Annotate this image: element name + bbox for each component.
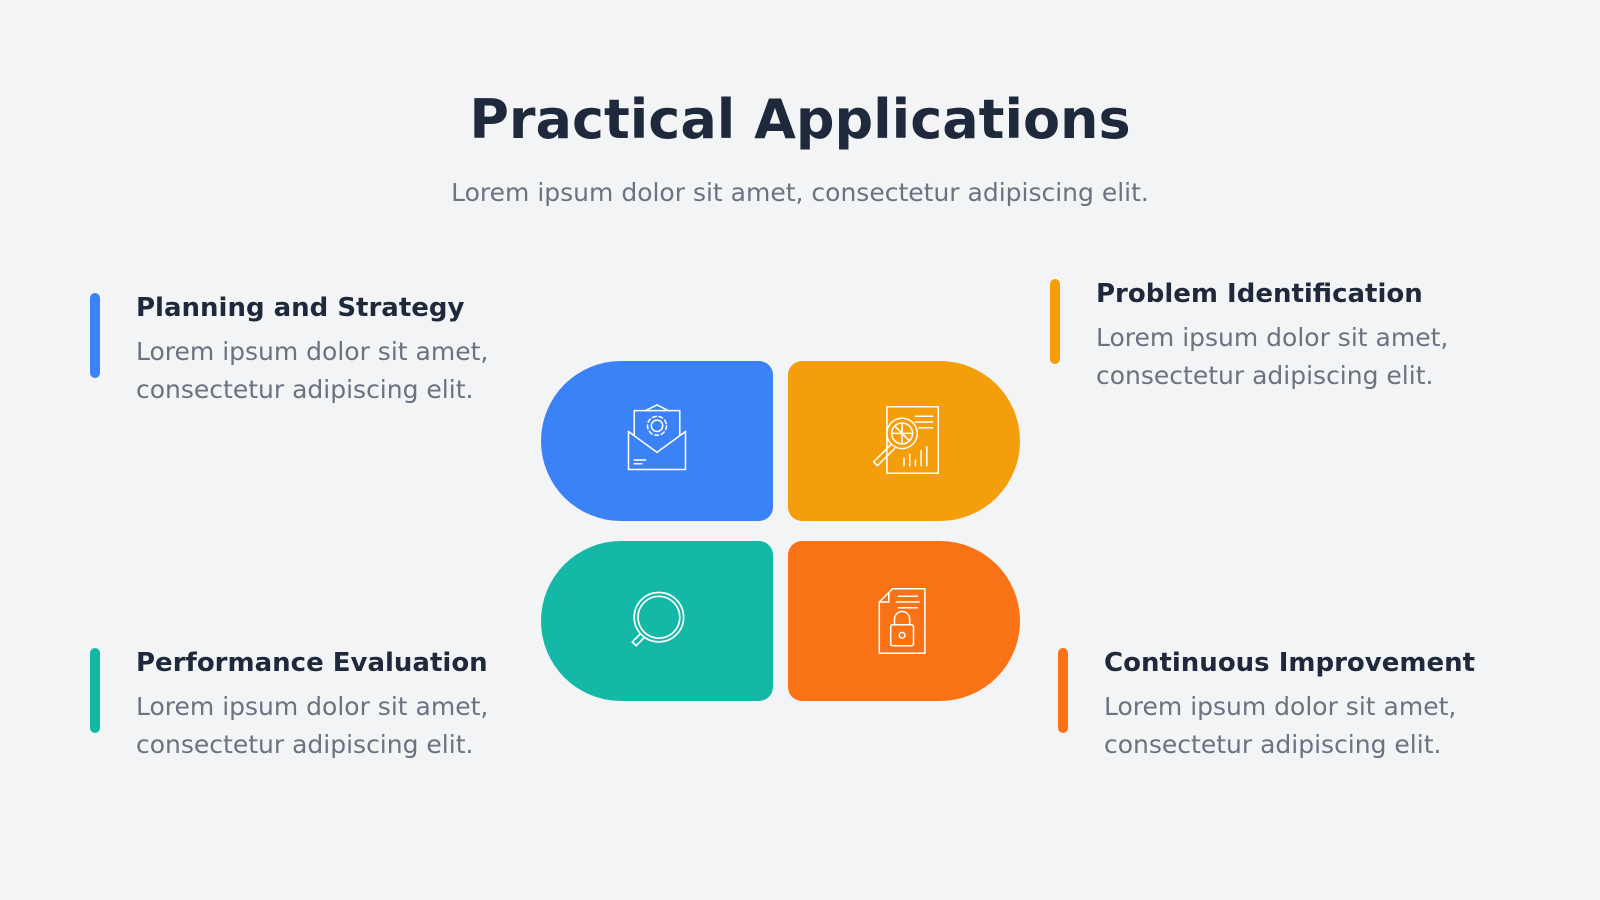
page-subtitle: Lorem ipsum dolor sit amet, consectetur … bbox=[451, 178, 1149, 207]
item-title: Continuous Improvement bbox=[1104, 648, 1476, 678]
report-magnifier-icon bbox=[872, 406, 939, 475]
tile-planning bbox=[541, 361, 773, 521]
accent-bar bbox=[90, 293, 100, 378]
item-title: Planning and Strategy bbox=[136, 293, 465, 323]
tile-problem bbox=[788, 361, 1020, 521]
item-title: Problem Identification bbox=[1096, 279, 1423, 309]
tile-performance bbox=[541, 541, 773, 701]
item-description: Lorem ipsum dolor sit amet, consectetur … bbox=[1104, 692, 1457, 759]
envelope-gear-icon bbox=[627, 404, 687, 471]
accent-bar bbox=[1050, 279, 1060, 364]
document-lock-icon bbox=[878, 587, 926, 655]
accent-bar bbox=[90, 648, 100, 733]
item-title: Performance Evaluation bbox=[136, 648, 488, 678]
accent-bar bbox=[1058, 648, 1068, 733]
item-description: Lorem ipsum dolor sit amet, consectetur … bbox=[1096, 323, 1449, 390]
item-description: Lorem ipsum dolor sit amet, consectetur … bbox=[136, 337, 489, 404]
item-description: Lorem ipsum dolor sit amet, consectetur … bbox=[136, 692, 489, 759]
search-icon bbox=[631, 591, 685, 647]
page-title: Practical Applications bbox=[469, 88, 1131, 151]
tile-continuous bbox=[788, 541, 1020, 701]
